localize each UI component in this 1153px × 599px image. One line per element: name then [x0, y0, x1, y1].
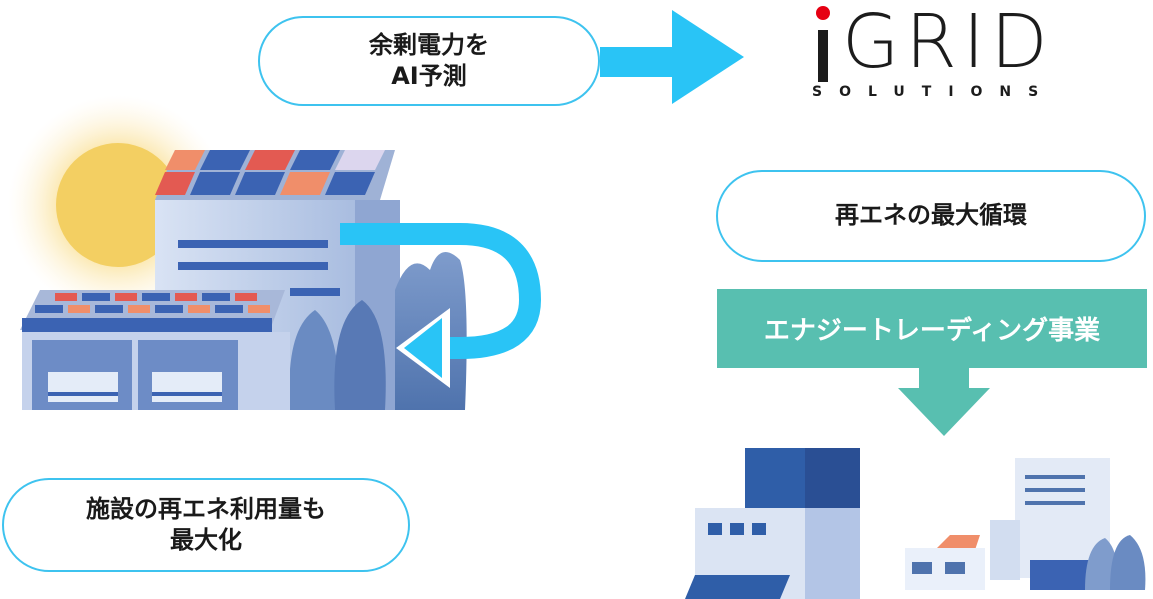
facility-line2: 最大化	[170, 526, 242, 554]
office-building-illustration	[905, 458, 1146, 590]
ai-forecast-line1: 余剰電力を	[369, 30, 489, 59]
logo-title: GRID	[842, 0, 1054, 85]
shop-building-illustration	[685, 448, 860, 599]
ai-forecast-line2: AI予測	[391, 62, 467, 90]
facility-bubble: 施設の再エネ利用量も 最大化	[2, 478, 410, 572]
energy-trading-label: エナジートレーディング事業	[763, 316, 1101, 346]
energy-trading-banner: エナジートレーディング事業	[717, 289, 1147, 368]
logo-subtitle: SOLUTIONS	[812, 84, 1056, 100]
ai-forecast-bubble: 余剰電力を AI予測	[258, 16, 600, 106]
logo-dot-icon	[816, 6, 830, 20]
logo-i-stem	[818, 30, 828, 82]
max-cycle-bubble: 再エネの最大循環	[716, 170, 1146, 262]
arrow-right-icon	[600, 10, 744, 104]
arrow-down-icon	[898, 368, 990, 436]
return-arrow-icon	[340, 223, 542, 388]
facility-line1: 施設の再エネ利用量も	[86, 494, 326, 523]
max-cycle-label: 再エネの最大循環	[835, 201, 1027, 230]
